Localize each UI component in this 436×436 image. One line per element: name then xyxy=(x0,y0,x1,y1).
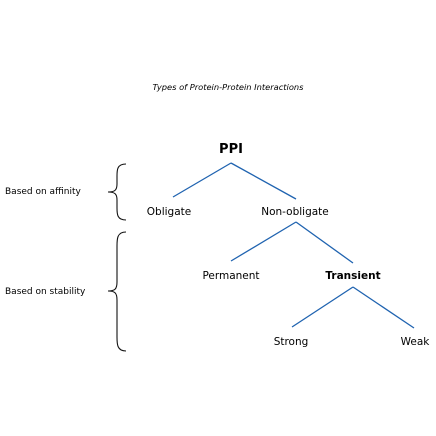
node-transient: Transient xyxy=(325,270,380,282)
node-permanent: Permanent xyxy=(202,270,259,282)
diagram-title: Types of Protein-Protein Interactions xyxy=(152,82,304,92)
edge-non-obligate-transient xyxy=(295,221,354,264)
edge-transient-weak xyxy=(352,286,415,329)
edge-transient-strong xyxy=(291,286,354,328)
node-non-obligate: Non-obligate xyxy=(261,206,329,218)
node-obligate: Obligate xyxy=(147,206,191,218)
label-based-on-affinity: Based on affinity xyxy=(5,187,82,197)
label-based-on-stability: Based on stability xyxy=(5,287,86,297)
node-weak: Weak xyxy=(401,336,431,348)
edge-ppi-obligate xyxy=(172,162,232,198)
node-ppi: PPI xyxy=(219,142,243,157)
node-strong: Strong xyxy=(274,336,309,348)
brace-stability xyxy=(107,231,127,352)
edge-ppi-non-obligate xyxy=(230,162,297,200)
edge-non-obligate-permanent xyxy=(230,221,297,262)
edges xyxy=(172,162,415,329)
brace-affinity xyxy=(107,163,127,221)
